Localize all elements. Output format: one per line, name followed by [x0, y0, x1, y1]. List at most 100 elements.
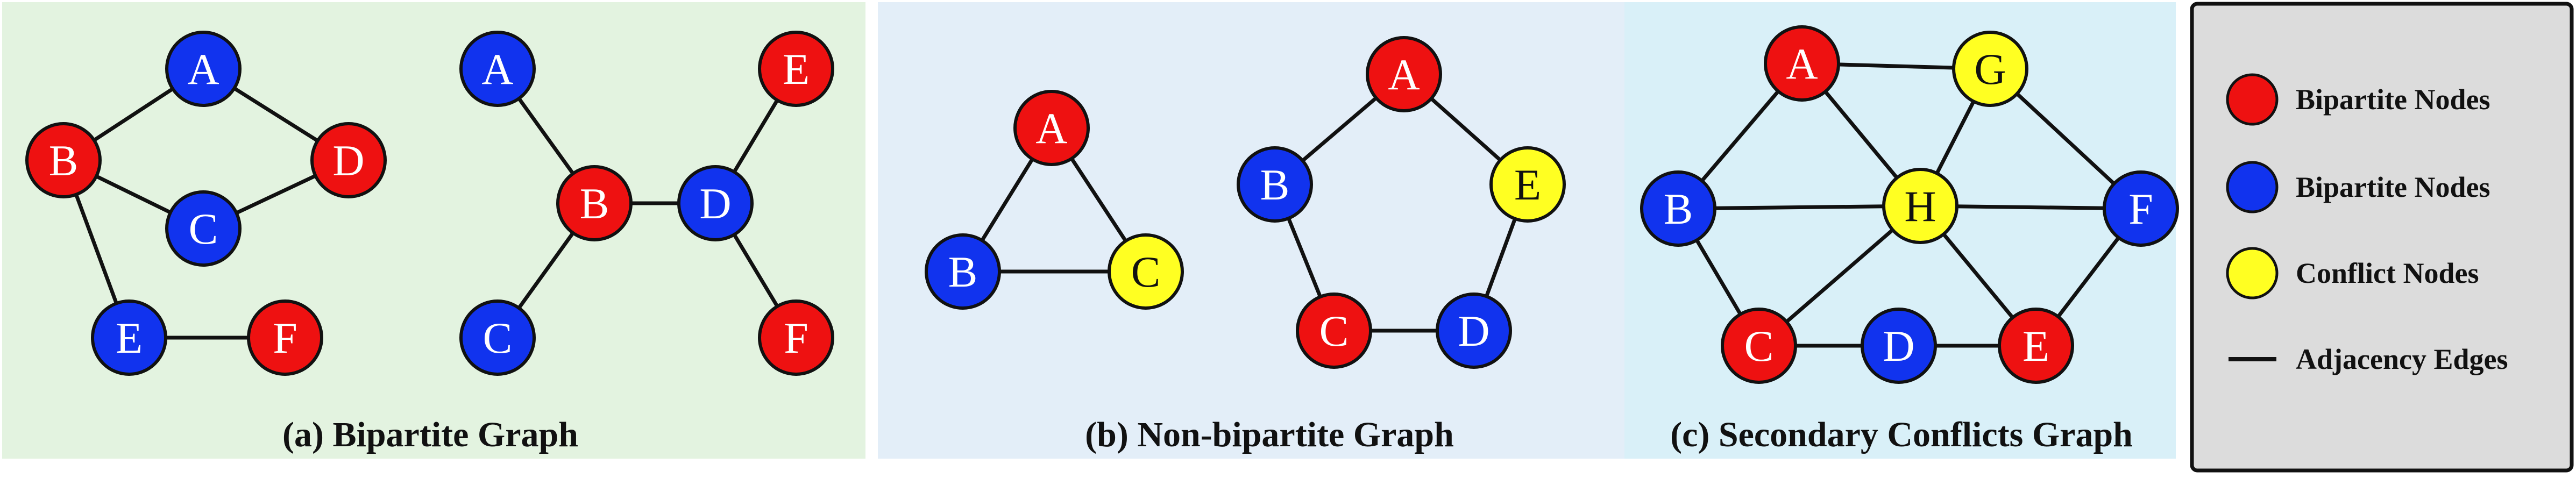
node-label: B — [580, 179, 609, 228]
node-circle — [1721, 308, 1797, 384]
panel-b-background — [878, 2, 1659, 459]
legend-item-2: Conflict Nodes — [2226, 247, 2479, 299]
legend-item-0: Bipartite Nodes — [2226, 73, 2490, 126]
legend-label: Conflict Nodes — [2296, 257, 2479, 289]
panel-c-caption: (c) Secondary Conflicts Graph — [1670, 415, 2133, 454]
panel-0-node-b: B — [25, 122, 102, 198]
node-circle — [247, 299, 323, 376]
legend-item-1: Bipartite Nodes — [2226, 161, 2490, 213]
panel-2-node-e: E — [1998, 308, 2074, 384]
node-circle — [1640, 170, 1716, 247]
panel-1-node-d: D — [1436, 292, 1512, 369]
panel-b-caption: (b) Non-bipartite Graph — [1085, 415, 1454, 454]
node-label: C — [1744, 322, 1774, 370]
node-circle — [1366, 36, 1442, 112]
panel-1-node-c: C — [1108, 233, 1184, 310]
panel-0-node-a: A — [165, 31, 242, 107]
node-label: E — [116, 313, 143, 362]
node-circle — [1296, 292, 1372, 369]
node-label: D — [1458, 306, 1489, 355]
panel-1-node-e: E — [1489, 146, 1566, 223]
panel-0-node-b: B — [556, 165, 633, 241]
node-label: D — [699, 179, 731, 228]
legend-swatch — [2226, 73, 2279, 126]
node-circle — [91, 299, 167, 376]
node-label: E — [783, 45, 810, 94]
node-label: H — [1904, 182, 1936, 231]
node-label: A — [187, 45, 219, 94]
panel-a-caption: (a) Bipartite Graph — [282, 415, 578, 454]
node-circle — [25, 122, 102, 198]
panel-0-node-a: A — [459, 31, 536, 107]
legend-label: Bipartite Nodes — [2296, 83, 2490, 116]
panel-2-node-b: B — [1640, 170, 1716, 247]
node-label: F — [784, 313, 808, 362]
node-circle — [459, 31, 536, 107]
panel-1-node-c: C — [1296, 292, 1372, 369]
panel-2-node-c: C — [1721, 308, 1797, 384]
node-circle — [165, 190, 242, 267]
panel-0-node-e: E — [758, 31, 834, 107]
panel-1-node-a: A — [1366, 36, 1442, 112]
nodes-layer: A B D C E F A E B D C F A B C A B E C D A G B H F C D E — [25, 25, 2179, 384]
panel-0-node-d: D — [677, 165, 754, 241]
node-label: F — [2128, 184, 2153, 233]
panel-2-node-a: A — [1764, 25, 1840, 102]
node-circle — [1436, 292, 1512, 369]
node-circle — [2103, 170, 2179, 247]
node-label: A — [1786, 39, 1818, 88]
node-label: D — [332, 136, 364, 185]
node-circle — [310, 122, 387, 198]
node-label: C — [1319, 306, 1349, 355]
node-circle — [1998, 308, 2074, 384]
node-circle — [758, 299, 834, 376]
legend-item-3: Adjacency Edges — [2229, 343, 2508, 375]
node-circle — [165, 31, 242, 107]
panel-1-node-b: B — [1237, 146, 1313, 223]
node-label: E — [1514, 160, 1541, 209]
node-label: E — [2023, 322, 2049, 370]
node-label: F — [273, 313, 297, 362]
panel-0-node-c: C — [459, 299, 536, 376]
node-label: C — [483, 313, 513, 362]
panel-2-node-h: H — [1882, 168, 1958, 244]
legend-swatch — [2226, 247, 2279, 299]
panel-1-node-a: A — [1013, 90, 1090, 166]
node-label: D — [1883, 322, 1914, 370]
node-label: B — [948, 247, 978, 296]
node-label: C — [189, 204, 218, 253]
panel-2-edge-5 — [1678, 204, 1921, 211]
panel-0-node-e: E — [91, 299, 167, 376]
panel-0-node-f: F — [758, 299, 834, 376]
node-circle — [925, 233, 1001, 310]
node-label: G — [1974, 45, 2006, 94]
node-label: A — [1035, 104, 1067, 153]
node-label: B — [1664, 184, 1693, 233]
node-circle — [1952, 31, 2028, 107]
node-circle — [1882, 168, 1958, 244]
panel-2-node-g: G — [1952, 31, 2028, 107]
node-circle — [1764, 25, 1840, 102]
legend-label: Adjacency Edges — [2296, 343, 2508, 375]
node-circle — [459, 299, 536, 376]
panel-0-node-d: D — [310, 122, 387, 198]
panel-2-node-d: D — [1861, 308, 1937, 384]
node-circle — [1861, 308, 1937, 384]
node-circle — [1013, 90, 1090, 166]
node-circle — [1108, 233, 1184, 310]
panel-0-node-f: F — [247, 299, 323, 376]
node-circle — [1237, 146, 1313, 223]
node-circle — [1489, 146, 1566, 223]
legend-background — [2190, 2, 2574, 473]
panel-2-node-f: F — [2103, 170, 2179, 247]
node-label: B — [1260, 160, 1290, 209]
legend-swatch — [2226, 161, 2279, 213]
panel-0-node-c: C — [165, 190, 242, 267]
node-label: C — [1131, 247, 1161, 296]
panel-1-node-b: B — [925, 233, 1001, 310]
node-label: A — [481, 45, 513, 94]
legend-label: Bipartite Nodes — [2296, 171, 2490, 203]
node-circle — [758, 31, 834, 107]
